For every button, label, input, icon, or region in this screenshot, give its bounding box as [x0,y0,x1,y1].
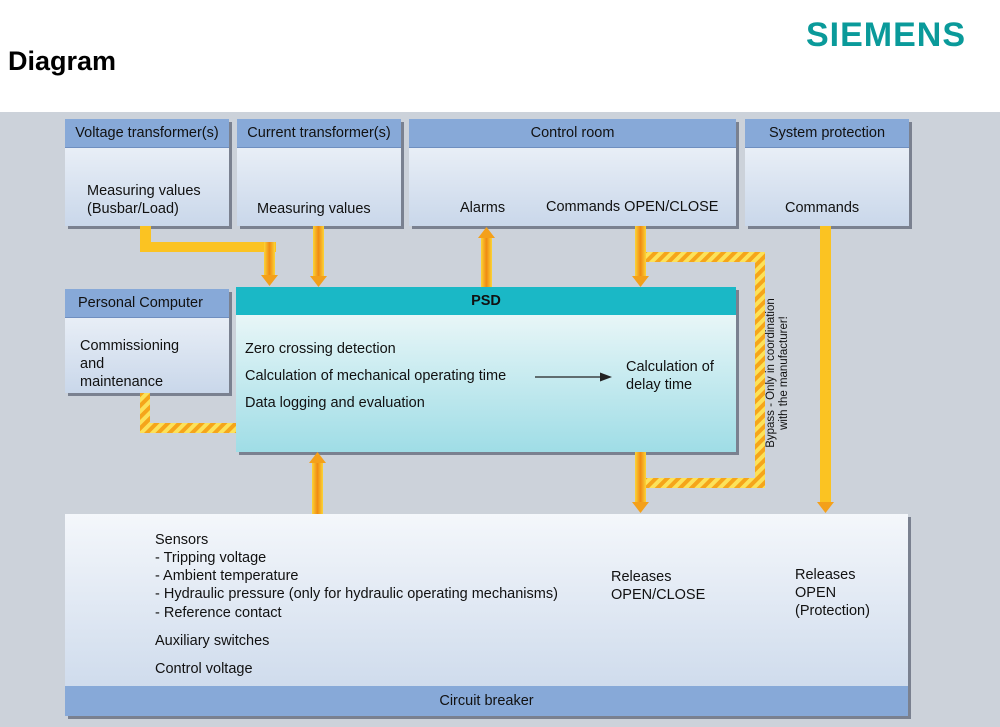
protection-commands-label: Commands [785,200,860,216]
circuit-breaker-title: Circuit breaker [65,686,908,716]
voltage-transformer-box: Voltage transformer(s) Measuring values … [65,119,229,226]
system-protection-title: System protection [745,119,909,148]
arrow-commands-to-psd [632,226,649,287]
alarms-label: Alarms [460,200,506,216]
psd-item-mechanical-time: Calculation of mechanical operating time [245,368,507,384]
circuit-breaker-box: Sensors - Tripping voltage - Ambient tem… [65,514,908,716]
psd-result-line-1: Calculation of [626,359,714,375]
sensor-item: - Ambient temperature [155,568,299,584]
system-protection-box: System protection Commands [745,119,909,226]
voltage-busbar-load: (Busbar/Load) [87,201,179,217]
current-transformer-title: Current transformer(s) [237,119,401,148]
control-room-box: Control room Alarms Commands OPEN/CLOSE [409,119,736,226]
personal-computer-title: Personal Computer [65,289,229,318]
sensors-heading: Sensors [155,532,209,548]
releases-protection-line-2: OPEN [795,585,837,601]
releases-open-close-line-2: OPEN/CLOSE [611,587,706,603]
control-voltage-label: Control voltage [155,661,253,677]
current-transformer-box: Current transformer(s) Measuring values [237,119,401,226]
psd-item-data-logging: Data logging and evaluation [245,395,425,411]
bypass-hatched-path [646,252,765,488]
sensor-item: - Tripping voltage [155,550,267,566]
releases-protection-line-1: Releases [795,567,856,583]
releases-open-close-line-1: Releases [611,569,672,585]
psd-result-line-2: delay time [626,377,693,393]
voltage-transformer-title: Voltage transformer(s) [65,119,229,148]
commands-open-close-label: Commands OPEN/CLOSE [546,199,719,215]
page-title: Diagram [8,46,117,76]
arrow-psd-to-releases [632,452,649,513]
pc-to-psd-hatched-link [140,393,236,433]
releases-protection-line-3: (Protection) [795,603,870,619]
arrow-current-to-psd [310,226,327,287]
sensor-item: - Hydraulic pressure (only for hydraulic… [155,586,558,602]
psd-title: PSD [236,287,736,315]
arrow-internal-psd [535,372,612,382]
personal-computer-box: Personal Computer Commissioning and main… [65,289,229,393]
control-room-title: Control room [409,119,736,148]
arrow-voltage-to-psd [140,226,278,286]
commissioning-line-3: maintenance [80,374,164,390]
auxiliary-switches-label: Auxiliary switches [155,633,270,649]
arrow-psd-to-alarms [478,227,495,287]
siemens-logo: SIEMENS [806,16,967,54]
commissioning-line-1: Commissioning [80,338,180,354]
commissioning-line-2: and [80,356,105,372]
voltage-measuring-values: Measuring values [87,183,201,199]
sensor-item: - Reference contact [155,605,282,621]
psd-item-zero-crossing: Zero crossing detection [245,341,396,357]
psd-box: PSD Zero crossing detection Calculation … [236,287,736,452]
arrow-psd-breaker-link [309,452,326,514]
current-measuring-values: Measuring values [257,201,371,217]
arrow-protection-to-breaker [817,226,834,513]
